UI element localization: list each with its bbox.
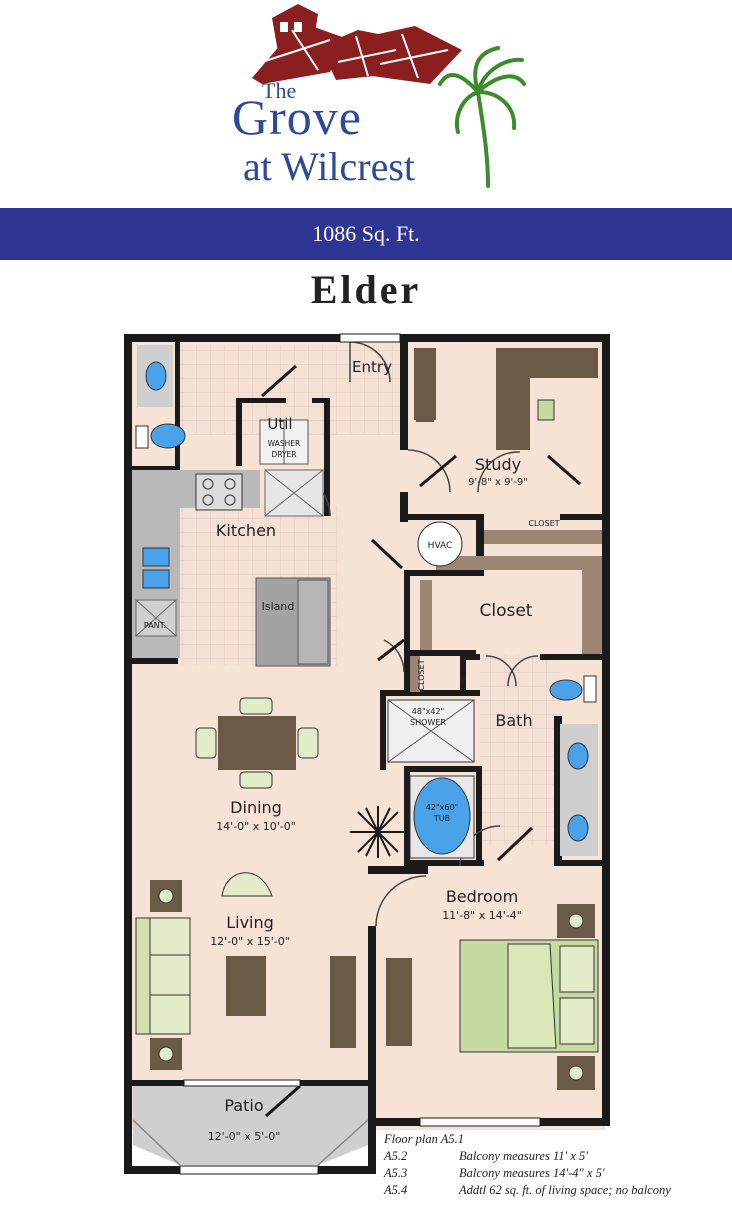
room-dims-patio: 12'-0" x 5'-0": [208, 1130, 281, 1143]
room-label-dining: Dining: [230, 798, 282, 817]
label-dryer: DRYER: [271, 450, 296, 459]
label-closet-vertical: CLOSET: [417, 659, 426, 690]
palm-tree-icon: [438, 46, 526, 188]
room-label-util: Util: [267, 415, 292, 433]
note-text: Balcony measures 14'-4" x 5': [459, 1166, 605, 1180]
label-tub: TUB: [433, 814, 450, 823]
rooftop-logo-icon: [252, 4, 462, 84]
room-dims-living: 12'-0" x 15'-0": [210, 935, 290, 948]
label-closet-small: CLOSET: [528, 519, 559, 528]
label-washer: WASHER: [268, 439, 301, 448]
label-pantry: PANT.: [144, 621, 166, 630]
logo-line-grove: Grove: [232, 89, 362, 145]
logo-line-at-wilcrest: at Wilcrest: [243, 144, 416, 189]
square-footage-band: 1086 Sq. Ft.: [0, 208, 732, 260]
note-row: A5.2 Balcony measures 11' x 5': [384, 1148, 724, 1165]
room-label-kitchen: Kitchen: [216, 521, 276, 540]
label-hvac: HVAC: [428, 541, 453, 551]
room-label-bedroom: Bedroom: [446, 887, 518, 906]
square-footage-text: 1086 Sq. Ft.: [312, 221, 420, 246]
note-text: Addtl 62 sq. ft. of living space; no bal…: [459, 1183, 671, 1197]
walls: [124, 334, 610, 1174]
note-code: A5.4: [384, 1183, 408, 1197]
label-linen: LIN.: [460, 675, 468, 688]
note-row: A5.3 Balcony measures 14'-4" x 5': [384, 1165, 724, 1182]
patio-floor: [133, 1086, 368, 1165]
room-dims-study: 9'-8" x 9'-9": [468, 477, 528, 488]
label-tub-size: 42"x60": [426, 803, 458, 812]
room-dims-bedroom: 11'-8" x 14'-4": [442, 909, 522, 922]
note-code: Floor plan A5.1: [384, 1132, 464, 1146]
room-label-entry: Entry: [352, 358, 392, 376]
label-shower: SHOWER: [410, 718, 446, 727]
note-code: A5.2: [384, 1149, 408, 1163]
logo-line-the: The: [262, 78, 297, 103]
floor-plan-notes: Floor plan A5.1 A5.2 Balcony measures 11…: [384, 1131, 724, 1199]
note-row: A5.4 Addtl 62 sq. ft. of living space; n…: [384, 1182, 724, 1199]
label-shower-size: 48"x42": [412, 707, 444, 716]
room-label-patio: Patio: [224, 1096, 263, 1115]
note-code: A5.3: [384, 1166, 408, 1180]
label-island: Island: [262, 600, 295, 613]
room-label-study: Study: [475, 455, 521, 474]
note-text: Balcony measures 11' x 5': [459, 1149, 588, 1163]
plan-name: Elder: [310, 267, 422, 312]
logo-area: The Grove at Wilcrest: [0, 0, 732, 205]
room-label-closet: Closet: [480, 601, 533, 621]
note-row: Floor plan A5.1: [384, 1131, 724, 1148]
room-label-bath: Bath: [495, 711, 532, 730]
room-label-living: Living: [226, 913, 274, 932]
room-dims-dining: 14'-0" x 10'-0": [216, 820, 296, 833]
bath-tile: [480, 655, 560, 845]
